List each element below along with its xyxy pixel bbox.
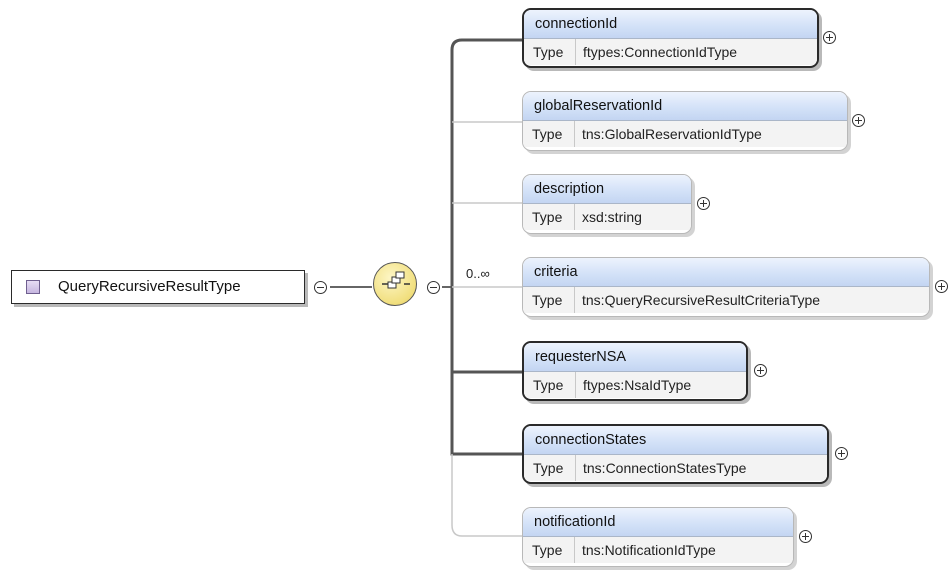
type-row: Type ftypes:NsaIdType bbox=[524, 372, 746, 398]
root-type-box[interactable]: QueryRecursiveResultType bbox=[11, 270, 305, 304]
element-name: connectionStates bbox=[524, 426, 827, 455]
type-value: tns:GlobalReservationIdType bbox=[582, 126, 762, 142]
type-row: Type tns:GlobalReservationIdType bbox=[523, 121, 847, 147]
type-row: Type tns:NotificationIdType bbox=[523, 537, 793, 563]
type-label: Type bbox=[523, 121, 575, 147]
element-notificationId[interactable]: notificationId Type tns:NotificationIdTy… bbox=[522, 507, 794, 567]
element-criteria[interactable]: criteria Type tns:QueryRecursiveResultCr… bbox=[522, 257, 930, 317]
type-label: Type bbox=[524, 372, 576, 398]
complex-type-icon bbox=[26, 280, 40, 294]
type-value: ftypes:ConnectionIdType bbox=[583, 44, 738, 60]
expand-icon[interactable] bbox=[935, 280, 948, 293]
element-globalReservationId[interactable]: globalReservationId Type tns:GlobalReser… bbox=[522, 91, 848, 151]
type-label: Type bbox=[523, 204, 575, 230]
type-row: Type xsd:string bbox=[523, 204, 691, 230]
element-description[interactable]: description Type xsd:string bbox=[522, 174, 692, 234]
type-label: Type bbox=[523, 287, 575, 313]
element-connectionStates[interactable]: connectionStates Type tns:ConnectionStat… bbox=[522, 424, 829, 484]
expand-icon[interactable] bbox=[799, 530, 812, 543]
type-value: ftypes:NsaIdType bbox=[583, 377, 692, 393]
element-connectionId[interactable]: connectionId Type ftypes:ConnectionIdTyp… bbox=[522, 8, 819, 68]
type-label: Type bbox=[524, 455, 576, 481]
collapse-sequence-icon[interactable] bbox=[427, 281, 440, 294]
element-name: requesterNSA bbox=[524, 343, 746, 372]
element-name: connectionId bbox=[524, 10, 817, 39]
expand-icon[interactable] bbox=[823, 31, 836, 44]
type-value: tns:QueryRecursiveResultCriteriaType bbox=[582, 292, 821, 308]
type-value: xsd:string bbox=[582, 209, 642, 225]
type-label: Type bbox=[523, 537, 575, 563]
type-label: Type bbox=[524, 39, 576, 65]
criteria-occurrence: 0..∞ bbox=[466, 266, 490, 281]
sequence-glyph bbox=[382, 271, 410, 289]
type-value: tns:ConnectionStatesType bbox=[583, 460, 747, 476]
type-row: Type tns:ConnectionStatesType bbox=[524, 455, 827, 481]
element-name: description bbox=[523, 175, 691, 204]
element-name: criteria bbox=[523, 258, 929, 287]
expand-icon[interactable] bbox=[754, 364, 767, 377]
element-name: globalReservationId bbox=[523, 92, 847, 121]
sequence-compositor-icon[interactable] bbox=[373, 262, 417, 306]
expand-icon[interactable] bbox=[697, 197, 710, 210]
type-row: Type ftypes:ConnectionIdType bbox=[524, 39, 817, 65]
type-row: Type tns:QueryRecursiveResultCriteriaTyp… bbox=[523, 287, 929, 313]
element-requesterNSA[interactable]: requesterNSA Type ftypes:NsaIdType bbox=[522, 341, 748, 401]
expand-icon[interactable] bbox=[835, 447, 848, 460]
element-name: notificationId bbox=[523, 508, 793, 537]
root-type-name: QueryRecursiveResultType bbox=[58, 278, 241, 295]
collapse-root-icon[interactable] bbox=[314, 281, 327, 294]
expand-icon[interactable] bbox=[852, 114, 865, 127]
type-value: tns:NotificationIdType bbox=[582, 542, 716, 558]
